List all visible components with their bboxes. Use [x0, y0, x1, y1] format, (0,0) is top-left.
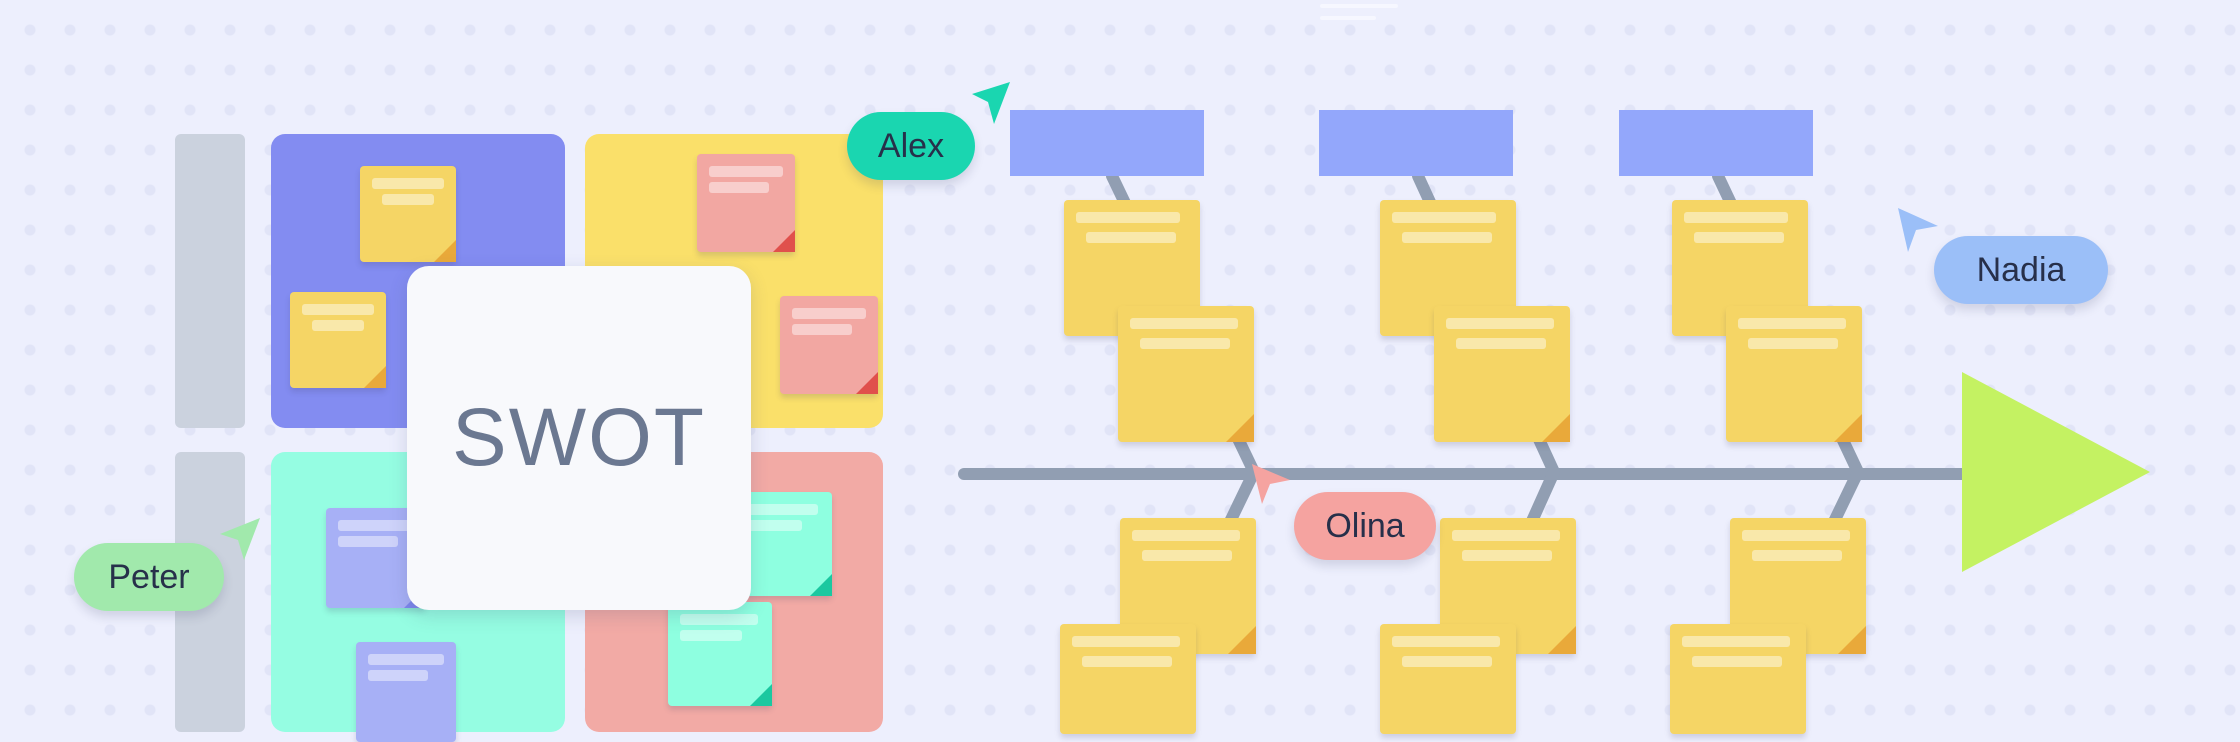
swot-title-card[interactable]: SWOT	[407, 266, 751, 610]
cursor-arrow-icon	[1898, 208, 1938, 252]
sticky-note[interactable]	[780, 296, 878, 394]
sticky-note[interactable]	[1060, 624, 1196, 734]
sticky-note[interactable]	[1118, 306, 1254, 442]
sticky-note[interactable]	[1726, 306, 1862, 442]
swot-title: SWOT	[452, 392, 706, 483]
fishbone-category-header[interactable]	[1319, 110, 1513, 176]
fishbone-head	[1962, 372, 2150, 572]
fishbone-category-header[interactable]	[1619, 110, 1813, 176]
collaborator-label-alex: Alex	[847, 112, 975, 180]
fishbone-category-header[interactable]	[1010, 110, 1204, 176]
cursor-arrow-icon	[220, 518, 260, 560]
sticky-note[interactable]	[668, 602, 772, 706]
sticky-note[interactable]	[697, 154, 795, 252]
sticky-note[interactable]	[1380, 624, 1516, 734]
cursor-arrow-icon	[1252, 464, 1290, 504]
top-toolbar-line	[1320, 16, 1376, 20]
collaborator-label-peter: Peter	[74, 543, 224, 611]
collaborator-label-nadia: Nadia	[1934, 236, 2108, 304]
sticky-note[interactable]	[1434, 306, 1570, 442]
sticky-note[interactable]	[360, 166, 456, 262]
collaborator-label-olina: Olina	[1294, 492, 1436, 560]
sticky-note[interactable]	[290, 292, 386, 388]
cursor-arrow-icon	[972, 82, 1010, 124]
sticky-note[interactable]	[1670, 624, 1806, 734]
swot-row-label-bar-top	[175, 134, 245, 428]
top-toolbar-line	[1320, 4, 1398, 8]
